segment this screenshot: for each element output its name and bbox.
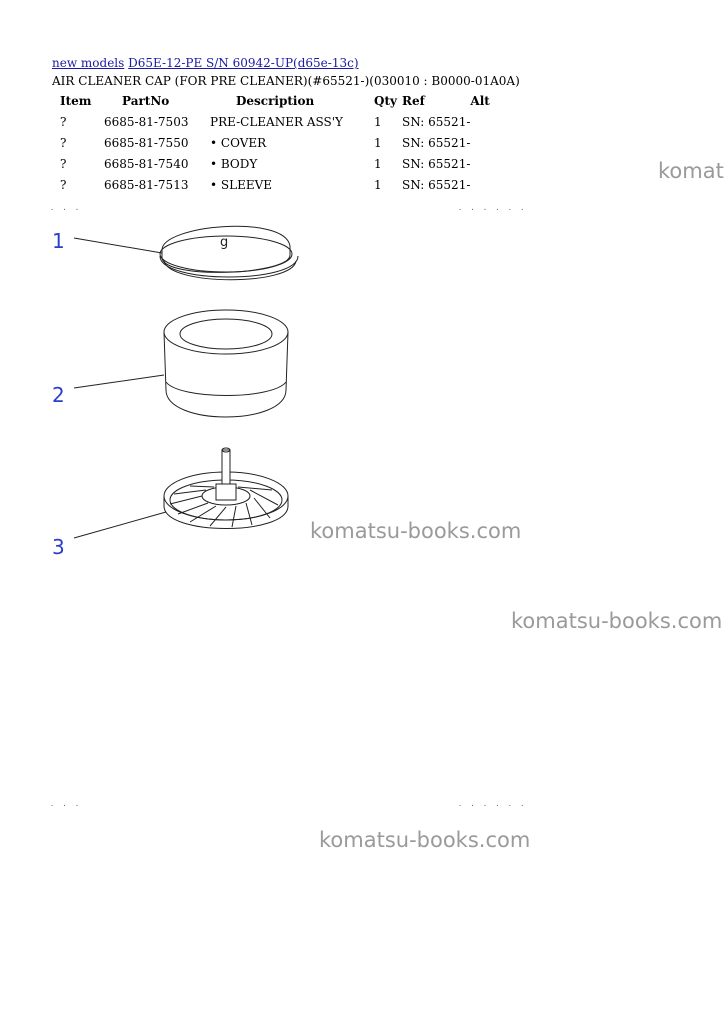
callout-number: 2 — [52, 383, 65, 407]
cell-alt — [470, 134, 500, 155]
cell-partno: 6685-81-7550 — [104, 136, 189, 150]
cell-item: ? — [60, 136, 67, 150]
breadcrumb-link-new-models[interactable]: new models — [52, 56, 125, 70]
cell-qty: 1 — [374, 178, 382, 192]
cell-alt — [470, 113, 500, 134]
watermark-text: komatsu-books.com — [310, 519, 522, 543]
page-subtitle: AIR CLEANER CAP (FOR PRE CLEANER)(#65521… — [52, 74, 520, 88]
cell-description: • COVER — [210, 136, 267, 150]
table-header-row: Item PartNo Description Qty Ref Alt — [52, 92, 500, 113]
cell-alt — [470, 176, 500, 197]
body-part-drawing — [73, 309, 289, 418]
cell-qty: 1 — [374, 115, 382, 129]
watermark-text: komatsu-books.com — [511, 609, 723, 633]
col-header-item: Item — [60, 94, 92, 108]
table-row: ? 6685-81-7540 • BODY 1 SN: 65521- — [52, 155, 500, 176]
table-row: ? 6685-81-7503 PRE-CLEANER ASS'Y 1 SN: 6… — [52, 113, 500, 134]
cell-item: ? — [60, 115, 67, 129]
callout-number: 3 — [52, 535, 65, 559]
cell-item: ? — [60, 157, 67, 171]
cell-item: ? — [60, 178, 67, 192]
cell-ref: SN: 65521- — [402, 157, 471, 171]
col-header-qty: Qty — [374, 94, 397, 108]
cell-partno: 6685-81-7513 — [104, 178, 189, 192]
breadcrumb: new models D65E-12-PE S/N 60942-UP(d65e-… — [52, 56, 359, 70]
breadcrumb-link-model[interactable]: D65E-12-PE S/N 60942-UP(d65e-13c) — [128, 56, 359, 70]
watermark-text: komatsu-books.com — [658, 159, 724, 183]
cell-partno: 6685-81-7503 — [104, 115, 189, 129]
cell-qty: 1 — [374, 157, 382, 171]
watermark-text: komatsu-books.com — [319, 828, 531, 852]
parts-table: Item PartNo Description Qty Ref Alt ? 66… — [52, 92, 500, 197]
table-row: ? 6685-81-7550 • COVER 1 SN: 65521- — [52, 134, 500, 155]
cell-description: • SLEEVE — [210, 178, 273, 192]
cell-partno: 6685-81-7540 — [104, 157, 189, 171]
cell-ref: SN: 65521- — [402, 115, 471, 129]
col-header-description: Description — [236, 94, 315, 108]
cell-ref: SN: 65521- — [402, 136, 471, 150]
col-header-alt: Alt — [470, 94, 490, 108]
crop-mark: · · · · · · — [458, 802, 527, 810]
cover-part-drawing: g — [73, 225, 299, 281]
col-header-partno: PartNo — [122, 94, 170, 108]
col-header-ref: Ref — [402, 94, 425, 108]
parts-illustration: g 1 2 3 — [52, 225, 299, 559]
table-row: ? 6685-81-7513 • SLEEVE 1 SN: 65521- — [52, 176, 500, 197]
cell-qty: 1 — [374, 136, 382, 150]
cell-description: PRE-CLEANER ASS'Y — [210, 115, 343, 129]
callout-number: 1 — [52, 229, 65, 253]
svg-text:g: g — [220, 235, 228, 250]
crop-mark: · · · · · · — [458, 206, 527, 214]
cell-description: • BODY — [210, 157, 258, 171]
crop-mark: · · · — [50, 802, 82, 810]
cell-alt — [470, 155, 500, 176]
crop-mark: · · · — [50, 206, 82, 214]
sleeve-part-drawing — [73, 447, 289, 539]
cell-ref: SN: 65521- — [402, 178, 471, 192]
